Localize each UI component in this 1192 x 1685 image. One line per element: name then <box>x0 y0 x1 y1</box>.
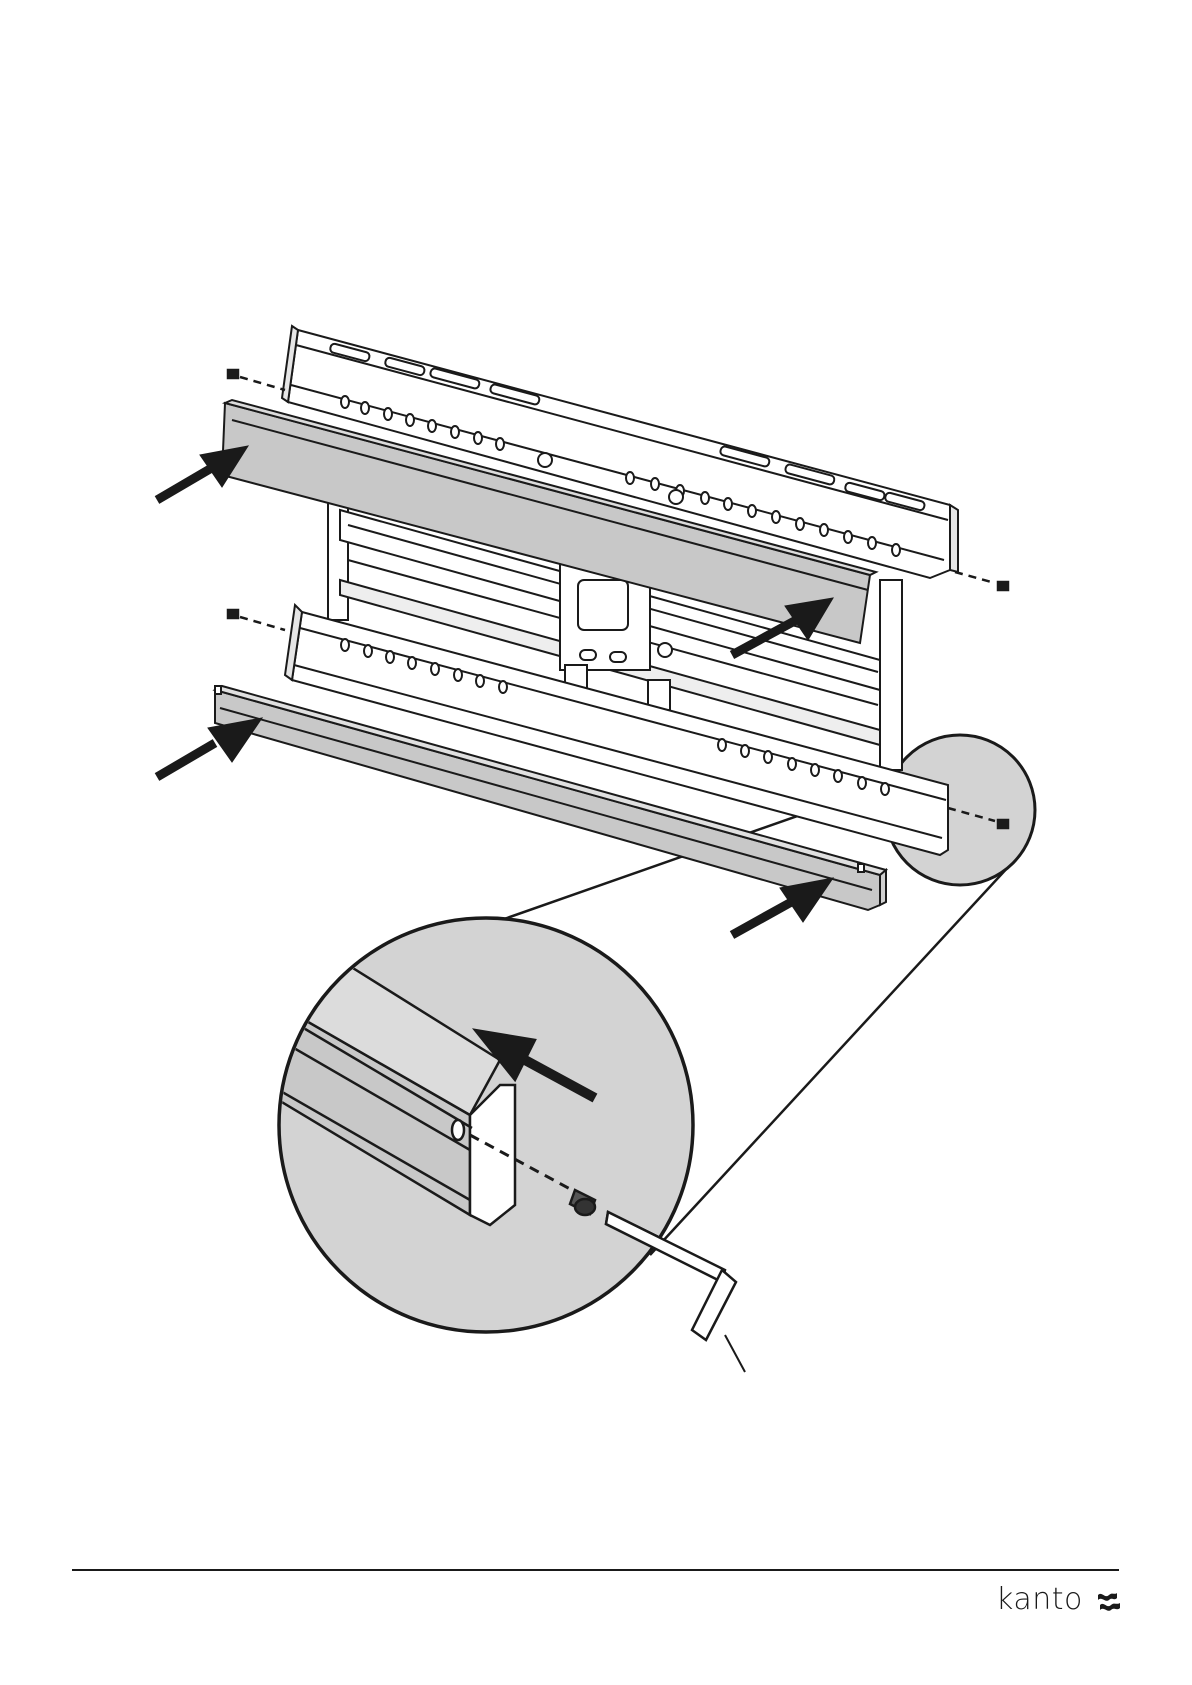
brand-name: kanto <box>996 1580 1083 1620</box>
zoom-detail <box>270 918 745 1372</box>
kanto-wave-logo-icon <box>1096 1591 1122 1611</box>
screw-lower-left <box>228 610 285 630</box>
screw-upper-right <box>955 572 1008 590</box>
arrow-lower-left <box>157 718 262 777</box>
brand-logo: kanto <box>996 1580 1126 1620</box>
screw-upper-left <box>228 370 285 390</box>
footer-rule <box>72 1569 1119 1571</box>
